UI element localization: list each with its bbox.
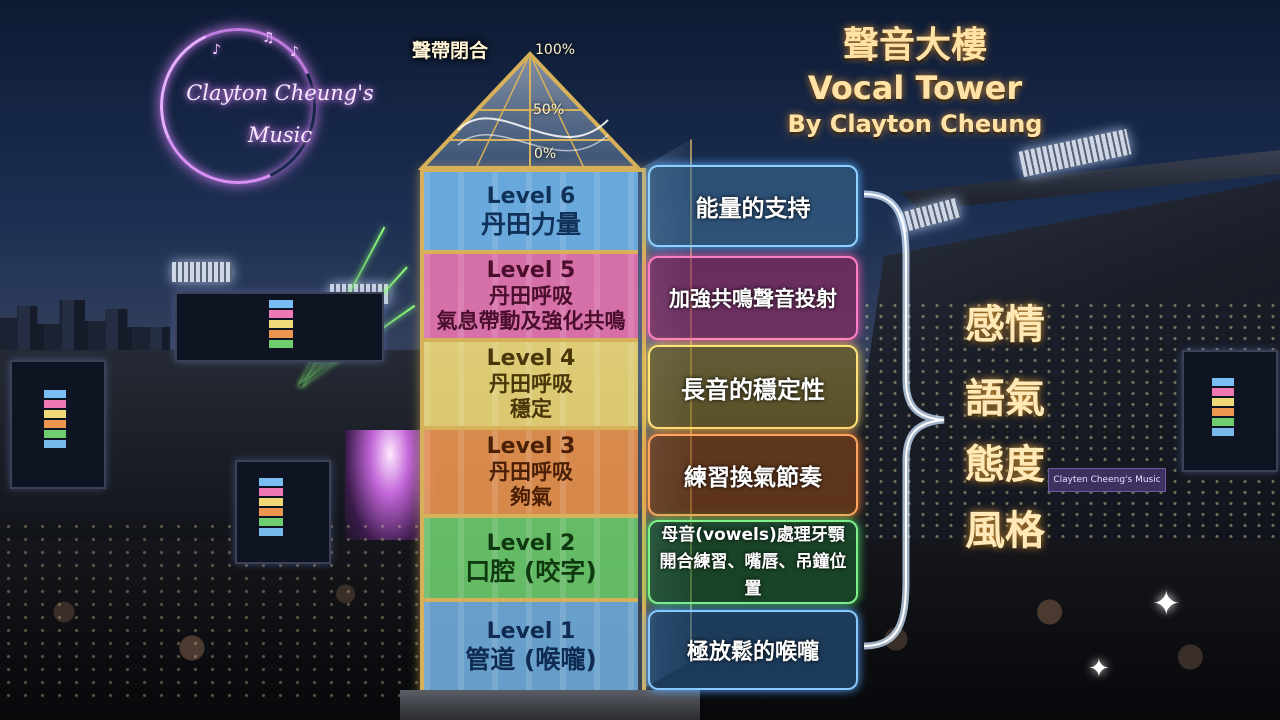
level-number: Level 1: [486, 618, 576, 644]
logo: Clayton Cheung's Music: [170, 72, 390, 156]
percent-0: 0%: [534, 146, 557, 162]
level-subtitle: 氣息帶動及強化共鳴: [436, 309, 626, 333]
description-panel-5: 加強共鳴聲音投射: [648, 256, 858, 340]
level-number: Level 2: [486, 530, 576, 556]
tower-level-6: Level 6 丹田力量: [424, 172, 638, 254]
level-name: 管道 (喉嚨): [465, 644, 597, 674]
stadium-screen-left: [10, 360, 106, 489]
title-en: Vocal Tower: [807, 69, 1023, 107]
level-number: Level 5: [486, 258, 576, 283]
percent-50: 50%: [533, 102, 565, 118]
level-subtitle: 夠氣: [510, 485, 552, 509]
stadium-screen-right: [1182, 350, 1278, 472]
tower-level-1: Level 1 管道 (喉嚨): [424, 602, 638, 690]
description-panel-2: 母音(vowels)處理牙顎開合練習、嘴唇、吊鐘位置: [648, 520, 858, 604]
crowd-lights-left: [0, 520, 420, 700]
description-panel-1: 極放鬆的喉嚨: [648, 610, 858, 690]
music-note-icon: ♫: [262, 30, 275, 46]
tower-level-5: Level 5 丹田呼吸 氣息帶動及強化共鳴: [424, 254, 638, 342]
title-byline: By Clayton Cheung: [787, 110, 1043, 138]
level-number: Level 3: [486, 434, 576, 459]
tower-level-2: Level 2 口腔 (咬字): [424, 518, 638, 602]
title-block: 聲音大樓 Vocal Tower By Clayton Cheung: [760, 24, 1070, 140]
level-name: 丹田呼吸: [489, 372, 573, 396]
level-name: 丹田呼吸: [489, 284, 573, 308]
sparkle-icon: ✦: [1152, 584, 1181, 624]
tower-level-3: Level 3 丹田呼吸 夠氣: [424, 430, 638, 518]
music-note-icon: ♪: [290, 44, 299, 60]
outcome-tone: 語氣: [965, 376, 1045, 422]
description-panel-4: 長音的穩定性: [648, 345, 858, 429]
curly-brace: [863, 190, 945, 650]
crowd-banner: Clayten Cheeng's Music: [1048, 468, 1166, 492]
level-number: Level 4: [486, 346, 576, 371]
level-name: 口腔 (咬字): [465, 556, 597, 586]
percent-100: 100%: [535, 42, 576, 58]
tower-roof: [418, 51, 642, 170]
logo-line-2: Music: [247, 123, 313, 147]
title-zh: 聲音大樓: [842, 25, 987, 66]
floodlight: [172, 262, 232, 282]
outcome-emotion: 感情: [965, 302, 1045, 348]
outcome-style: 風格: [965, 508, 1045, 554]
stadium-screen-top: [175, 292, 384, 362]
sparkle-icon: ✦: [1088, 654, 1110, 684]
level-name: 丹田力量: [480, 209, 581, 239]
tower-level-4: Level 4 丹田呼吸 穩定: [424, 342, 638, 430]
logo-line-1: Clayton Cheung's: [186, 81, 374, 105]
level-number: Level 6: [486, 183, 576, 209]
outcome-attitude: 態度: [965, 442, 1045, 488]
level-name: 丹田呼吸: [489, 460, 573, 484]
description-panel-6: 能量的支持: [648, 165, 858, 247]
description-panel-3: 練習換氣節奏: [648, 434, 858, 516]
tower-base: [400, 690, 700, 720]
stadium-screen-stage: [235, 460, 331, 564]
roof-label: 聲帶閉合: [412, 40, 489, 62]
music-note-icon: ♪: [212, 42, 221, 58]
level-subtitle: 穩定: [510, 397, 552, 421]
